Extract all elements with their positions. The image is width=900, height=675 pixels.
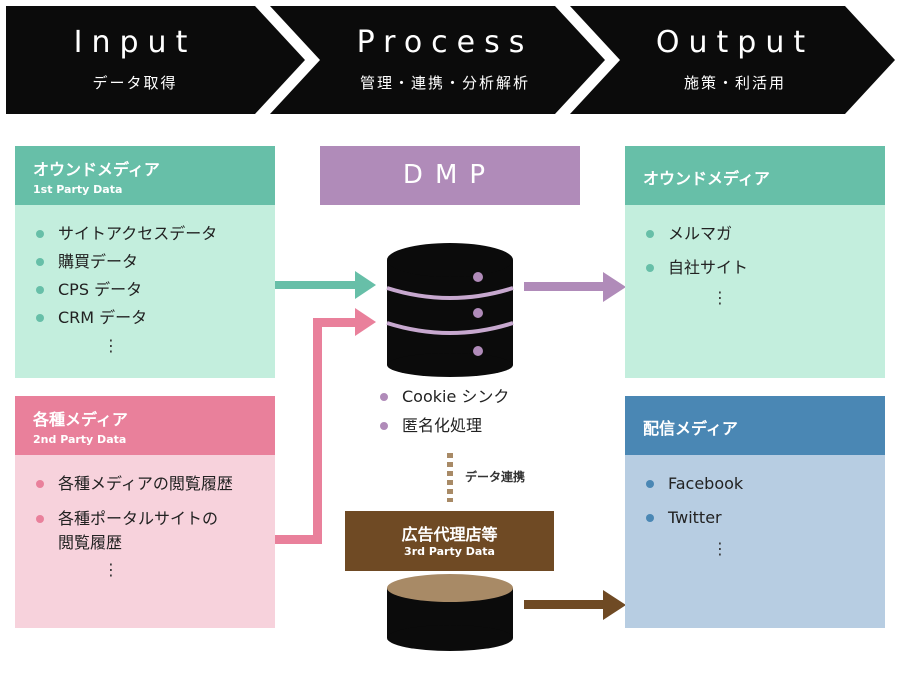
data-link-label: データ連携 — [465, 470, 526, 484]
output-delivery-header: 配信メディア — [625, 396, 885, 455]
bullet-icon — [36, 314, 44, 322]
bullet-icon — [646, 480, 654, 488]
bullet-icon — [36, 480, 44, 488]
stage-output-title: Output — [655, 25, 815, 60]
list-item: サイトアクセスデータ — [36, 224, 266, 244]
input-media-subtitle: 2nd Party Data — [33, 433, 127, 446]
bullet-icon — [380, 422, 388, 430]
arrow-dmp-to-output — [524, 272, 626, 302]
dmp-process-list: Cookie シンク 匿名化処理 — [380, 387, 580, 436]
input-owned-list: サイトアクセスデータ 購買データ CPS データ CRM データ — [36, 224, 266, 328]
input-media-list: 各種メディアの閲覧履歴 各種ポータルサイトの 閲覧履歴 — [36, 474, 271, 555]
stage-output-chevron — [570, 6, 895, 114]
dmp-title: DMP — [402, 160, 498, 190]
more-ellipsis: ⋮ — [712, 288, 728, 307]
list-item: 匿名化処理 — [380, 416, 580, 436]
stage-input-title: Input — [73, 25, 197, 60]
output-delivery-body — [625, 455, 885, 628]
input-media-title: 各種メディア — [33, 410, 128, 429]
input-media-header: 各種メディア 2nd Party Data — [15, 396, 275, 455]
thirdparty-subtitle: 3rd Party Data — [404, 545, 495, 558]
bullet-icon — [646, 514, 654, 522]
input-owned-title: オウンドメディア — [33, 160, 160, 179]
bullet-icon — [380, 393, 388, 401]
more-ellipsis: ⋮ — [712, 539, 728, 558]
stage-process-chevron — [270, 6, 605, 114]
stage-input-chevron — [6, 6, 305, 114]
list-item: 購買データ — [36, 252, 266, 272]
bullet-icon — [646, 264, 654, 272]
bullet-icon — [36, 230, 44, 238]
bullet-icon — [36, 258, 44, 266]
output-delivery-list: Facebook Twitter — [646, 474, 866, 528]
more-ellipsis: ⋮ — [103, 560, 119, 579]
dmp-title-box — [320, 146, 580, 205]
bullet-icon — [36, 286, 44, 294]
stage-input-subtitle: データ取得 — [92, 74, 178, 92]
more-ellipsis: ⋮ — [103, 336, 119, 355]
output-owned-header: オウンドメディア — [625, 146, 885, 205]
stage-process-title: Process — [356, 25, 534, 60]
bullet-icon — [646, 230, 654, 238]
stage-output-subtitle: 施策・利活用 — [683, 74, 786, 92]
input-owned-subtitle: 1st Party Data — [33, 183, 123, 196]
input-owned-header: オウンドメディア 1st Party Data — [15, 146, 275, 205]
arrow-thirdparty-to-delivery — [524, 590, 626, 620]
list-item: Facebook — [646, 474, 866, 494]
list-item: 各種ポータルサイトの 閲覧履歴 — [36, 507, 271, 555]
thirdparty-title: 広告代理店等 — [401, 525, 498, 544]
list-item: Twitter — [646, 508, 866, 528]
dmp-database-icon — [386, 243, 514, 377]
bullet-icon — [36, 515, 44, 523]
list-item: CPS データ — [36, 280, 266, 300]
arrow-media-to-dmp — [275, 308, 376, 544]
output-owned-title: オウンドメディア — [643, 169, 770, 188]
input-media-body — [15, 455, 275, 628]
output-owned-list: メルマガ 自社サイト — [646, 224, 866, 278]
list-item: メルマガ — [646, 224, 866, 244]
list-item: CRM データ — [36, 308, 266, 328]
arrow-owned-to-dmp — [275, 271, 376, 299]
list-item: Cookie シンク — [380, 387, 580, 407]
thirdparty-box — [345, 511, 554, 571]
input-owned-body — [15, 205, 275, 378]
output-owned-body — [625, 205, 885, 378]
list-item: 自社サイト — [646, 258, 866, 278]
stage-process-subtitle: 管理・連携・分析解析 — [359, 74, 530, 92]
list-item: 各種メディアの閲覧履歴 — [36, 474, 271, 494]
output-delivery-title: 配信メディア — [643, 419, 738, 438]
thirdparty-database-icon — [387, 574, 513, 651]
